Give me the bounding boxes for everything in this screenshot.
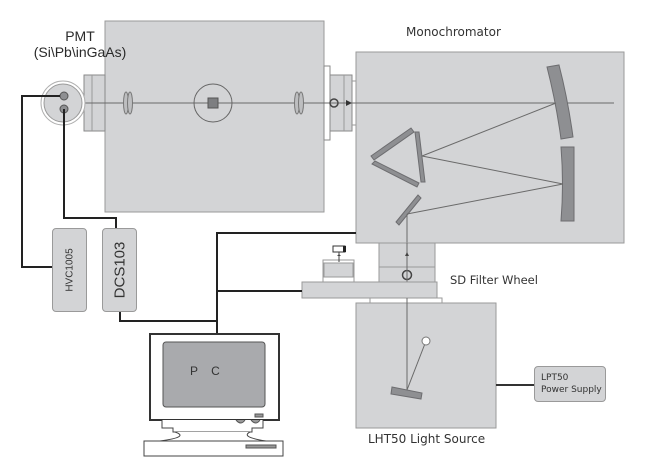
- dcs103-module: DCS103: [102, 228, 137, 312]
- focusing-mirror-icon: [560, 146, 575, 222]
- sample-chamber: [104, 20, 325, 213]
- lens-1-icon: [123, 91, 133, 115]
- hvc1005-module: HVC1005: [52, 228, 87, 312]
- pmt-detector: [40, 80, 86, 126]
- power-supply-label: Power Supply: [541, 385, 602, 395]
- pmt-subtitle: (Si\Pb\inGaAs): [33, 44, 127, 60]
- hvc1005-label: HVC1005: [64, 248, 75, 292]
- lpt50-label: LPT50: [541, 373, 569, 383]
- filter-wheel-label: SD Filter Wheel: [450, 273, 538, 287]
- light-source-housing: [355, 302, 497, 429]
- light-source-label: LHT50 Light Source: [368, 432, 486, 446]
- dcs103-label: DCS103: [111, 241, 128, 299]
- pc-computer: [143, 333, 284, 457]
- signal-cable: [63, 109, 117, 228]
- dcs-pc-cable: [119, 312, 217, 322]
- pc-label: P C: [190, 364, 225, 378]
- lpt50-power-supply: LPT50 Power Supply: [534, 366, 606, 402]
- lens-2-icon: [294, 91, 304, 115]
- lamp-reflector-icon: [390, 386, 423, 400]
- grating-plate-3-icon: [414, 131, 426, 183]
- grating-plate-1-icon: [370, 127, 415, 161]
- sample-holder-icon: [193, 83, 233, 123]
- collimating-mirror-icon: [546, 64, 574, 140]
- disk-slot: [245, 444, 277, 449]
- grating-plate-2-icon: [371, 160, 420, 188]
- fold-mirror-icon: [395, 194, 422, 226]
- pc-screen: [162, 341, 266, 408]
- optical-rail: [301, 281, 438, 299]
- pmt-label: PMT (Si\Pb\inGaAs): [24, 28, 136, 60]
- pmt-title: PMT: [65, 28, 95, 44]
- monochromator-optics: [370, 64, 575, 243]
- monochromator-label: Monochromator: [406, 25, 501, 39]
- hv-cable: [21, 95, 60, 268]
- control-bus: [216, 232, 356, 335]
- entrance-slit-icon: [329, 98, 339, 108]
- monochromator-housing: [355, 51, 625, 244]
- lamp-bulb-icon: [421, 336, 431, 346]
- filter-motor: [322, 245, 355, 283]
- lamp-adapter: [369, 297, 443, 304]
